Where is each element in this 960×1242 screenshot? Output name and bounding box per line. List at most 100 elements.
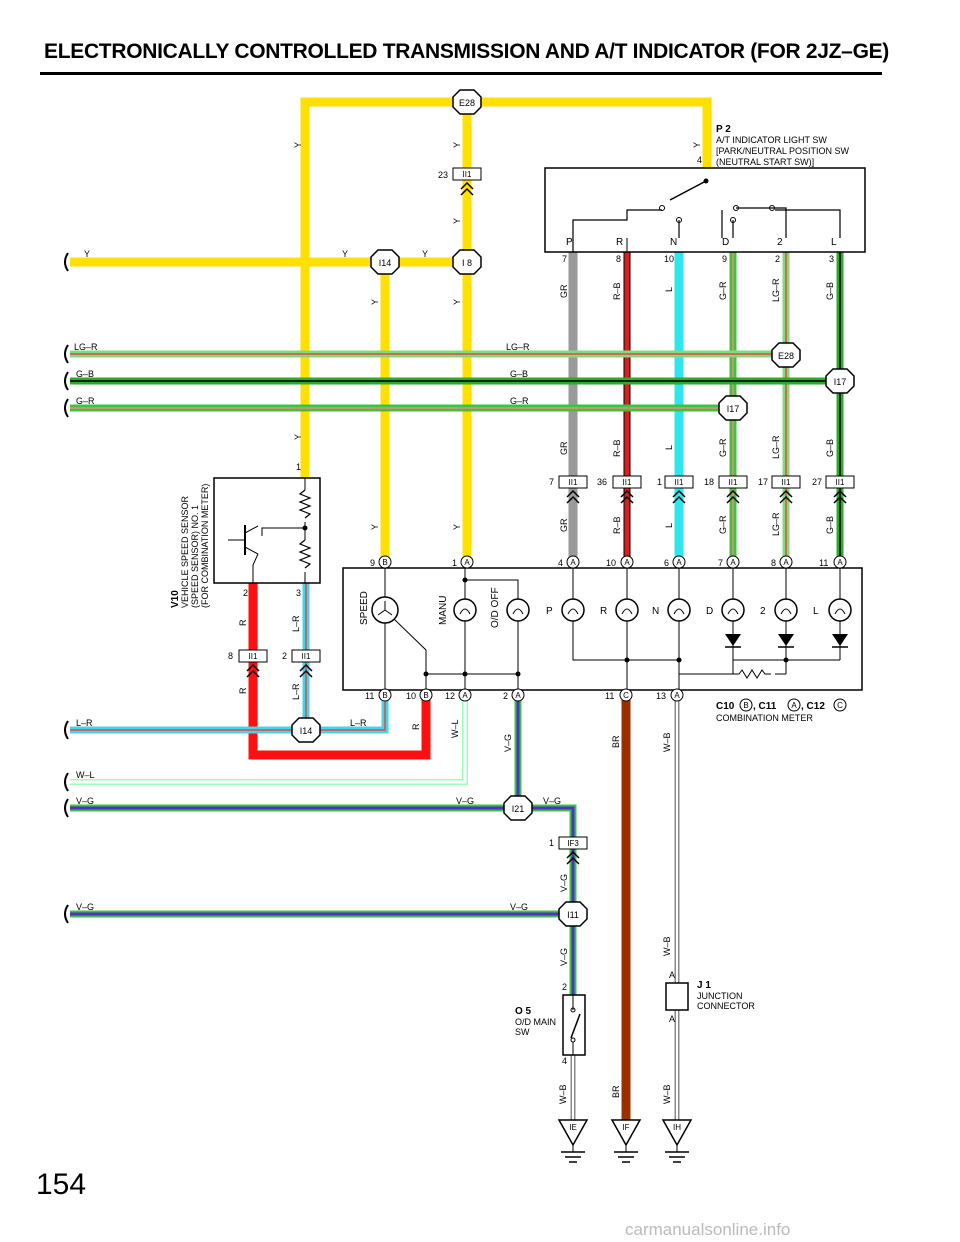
connector-i11-label: I11 bbox=[567, 910, 579, 920]
connector-i21-label: I21 bbox=[512, 804, 525, 814]
pin-7: 7 bbox=[562, 254, 567, 264]
connector-i14-bottom-label: I14 bbox=[300, 726, 313, 736]
pin-letter-a2: A bbox=[570, 558, 576, 567]
pin-letter-a10: A bbox=[674, 691, 680, 700]
v10-code: V10 bbox=[170, 590, 181, 608]
ii1-v10lr-label: II1 bbox=[302, 652, 311, 661]
pin-letter-a7: A bbox=[837, 558, 843, 567]
p2-pin-4: 4 bbox=[697, 155, 702, 165]
v10-speed-sensor: 2 3 1 bbox=[213, 462, 321, 598]
lbl-gb-v2: G–B bbox=[825, 439, 835, 457]
p2-line3: (NEUTRAL START SW)] bbox=[716, 157, 814, 167]
pin-letter-b1: B bbox=[382, 558, 387, 567]
lbl-rb-v2: R–B bbox=[612, 439, 622, 457]
v10-line2: (SPEED SENSOR) NO. 1 bbox=[190, 505, 200, 608]
p2-pos-p: P bbox=[566, 237, 573, 248]
pin-letter-b2: B bbox=[382, 691, 387, 700]
ii1-pin-36: 36 bbox=[597, 477, 607, 487]
lbl-lr-mid: L–R bbox=[350, 718, 367, 728]
meter-top-pins: B A A A A A A A 9 1 4 10 6 7 8 11 bbox=[370, 555, 847, 569]
o5-pin-4: 4 bbox=[562, 1056, 567, 1066]
pin-9: 9 bbox=[722, 254, 727, 264]
pin-letter-a4: A bbox=[676, 558, 682, 567]
ii1-pin-17: 17 bbox=[758, 477, 768, 487]
p2-position-labels: P R N D 2 L bbox=[566, 237, 837, 248]
title-rule bbox=[40, 72, 882, 75]
ground-ie-label: IE bbox=[569, 1123, 577, 1132]
lbl-y-v8: Y bbox=[370, 524, 380, 530]
meter-c10: C10 bbox=[716, 701, 735, 712]
pin-23: 23 bbox=[438, 170, 448, 180]
pin-8: 8 bbox=[616, 254, 621, 264]
connector-i14-bottom: I14 bbox=[291, 717, 321, 743]
lbl-rb-v1: R–B bbox=[612, 282, 622, 300]
lbl-vg-mid1: V–G bbox=[456, 796, 474, 806]
connector-e28-label: E28 bbox=[459, 98, 475, 108]
ii1-lgr-label: II1 bbox=[782, 478, 791, 487]
v10-label: V10 VEHICLE SPEED SENSOR (SPEED SENSOR) … bbox=[170, 484, 210, 608]
meter-bottom-pins: B B A A C A 11 10 12 2 11 13 bbox=[365, 688, 684, 702]
v10-ii1-pin-2: 2 bbox=[282, 651, 287, 661]
meter-bpin-10: 10 bbox=[406, 691, 416, 701]
lbl-lgr-mid: LG–R bbox=[506, 342, 530, 352]
lbl-l-v3: L bbox=[664, 523, 674, 528]
lbl-lgr-v2: LG–R bbox=[771, 435, 781, 459]
meter-ind-n: N bbox=[652, 606, 659, 617]
meter-manu-label: MANU bbox=[438, 596, 449, 625]
ground-ih-label: IH bbox=[673, 1123, 681, 1132]
lbl-vg-mid2: V–G bbox=[510, 902, 528, 912]
if3-label: IF3 bbox=[567, 839, 579, 848]
ground-if: IF bbox=[610, 1119, 642, 1163]
lbl-y-mid: Y bbox=[342, 249, 348, 259]
j1-line2: CONNECTOR bbox=[697, 1001, 755, 1011]
ii1-rb-label: II1 bbox=[623, 478, 632, 487]
pin-letter-a6: A bbox=[783, 558, 789, 567]
j1-pin-a-bottom: A bbox=[669, 1014, 675, 1024]
connector-i14-label: I14 bbox=[379, 258, 392, 268]
meter-ind-2: 2 bbox=[760, 606, 766, 617]
p2-pos-d: D bbox=[722, 237, 729, 248]
meter-speed-label: SPEED bbox=[359, 591, 370, 625]
pin-3: 3 bbox=[829, 254, 834, 264]
meter-bpin-12: 12 bbox=[445, 691, 455, 701]
lbl-gr-mid: G–R bbox=[510, 396, 529, 406]
lbl-br-v1: BR bbox=[611, 735, 621, 748]
lbl-r-v1: R bbox=[238, 619, 248, 626]
o5-line2: SW bbox=[515, 1027, 530, 1037]
wire-v-g bbox=[70, 700, 577, 995]
lbl-gb-mid: G–B bbox=[510, 369, 528, 379]
meter-cap-a: A bbox=[791, 701, 797, 710]
lbl-gr2-v1: G–R bbox=[718, 281, 728, 300]
connector-if3: IF3 1 bbox=[549, 836, 588, 865]
lbl-y-right: Y bbox=[422, 249, 428, 259]
lbl-l-v1: L bbox=[664, 287, 674, 292]
j1-junction-connector: A A J 1 JUNCTION CONNECTOR bbox=[665, 970, 755, 1024]
v10-ii1-pin-8: 8 bbox=[228, 651, 233, 661]
p2-line1: A/T INDICATOR LIGHT SW bbox=[716, 135, 827, 145]
lbl-br-v2: BR bbox=[611, 1085, 621, 1098]
lbl-wb-v3: W–B bbox=[662, 1084, 672, 1104]
ii1-v10r-label: II1 bbox=[249, 652, 258, 661]
wire-break-marks bbox=[64, 252, 69, 924]
wire-w-l bbox=[70, 700, 468, 785]
v10-pin-2: 2 bbox=[243, 588, 248, 598]
p2-pos-n: N bbox=[670, 237, 677, 248]
if3-pin-1: 1 bbox=[549, 838, 554, 848]
connector-ii1-v10: II1 II1 8 2 bbox=[228, 649, 321, 678]
connector-ii1-top: II1 23 bbox=[438, 167, 482, 196]
lbl-gr-v3: GR bbox=[559, 518, 569, 532]
connector-i14-top: I14 bbox=[370, 249, 400, 275]
lbl-r-v2: R bbox=[238, 687, 248, 694]
meter-bpin-11: 11 bbox=[365, 691, 374, 701]
lbl-y-v9: Y bbox=[692, 142, 702, 148]
lbl-gr2-v3: G–R bbox=[718, 515, 728, 534]
o5-code: O 5 bbox=[515, 1006, 532, 1017]
pin-letter-a1: A bbox=[464, 558, 470, 567]
v10-line3: (FOR COMBINATION METER) bbox=[200, 484, 210, 608]
ii1-gb-label: II1 bbox=[836, 478, 845, 487]
p2-pos-l: L bbox=[831, 237, 837, 248]
lbl-wl-left: W–L bbox=[76, 770, 95, 780]
lbl-y-v3: Y bbox=[452, 142, 462, 148]
connector-e28-top: E28 bbox=[452, 89, 482, 115]
